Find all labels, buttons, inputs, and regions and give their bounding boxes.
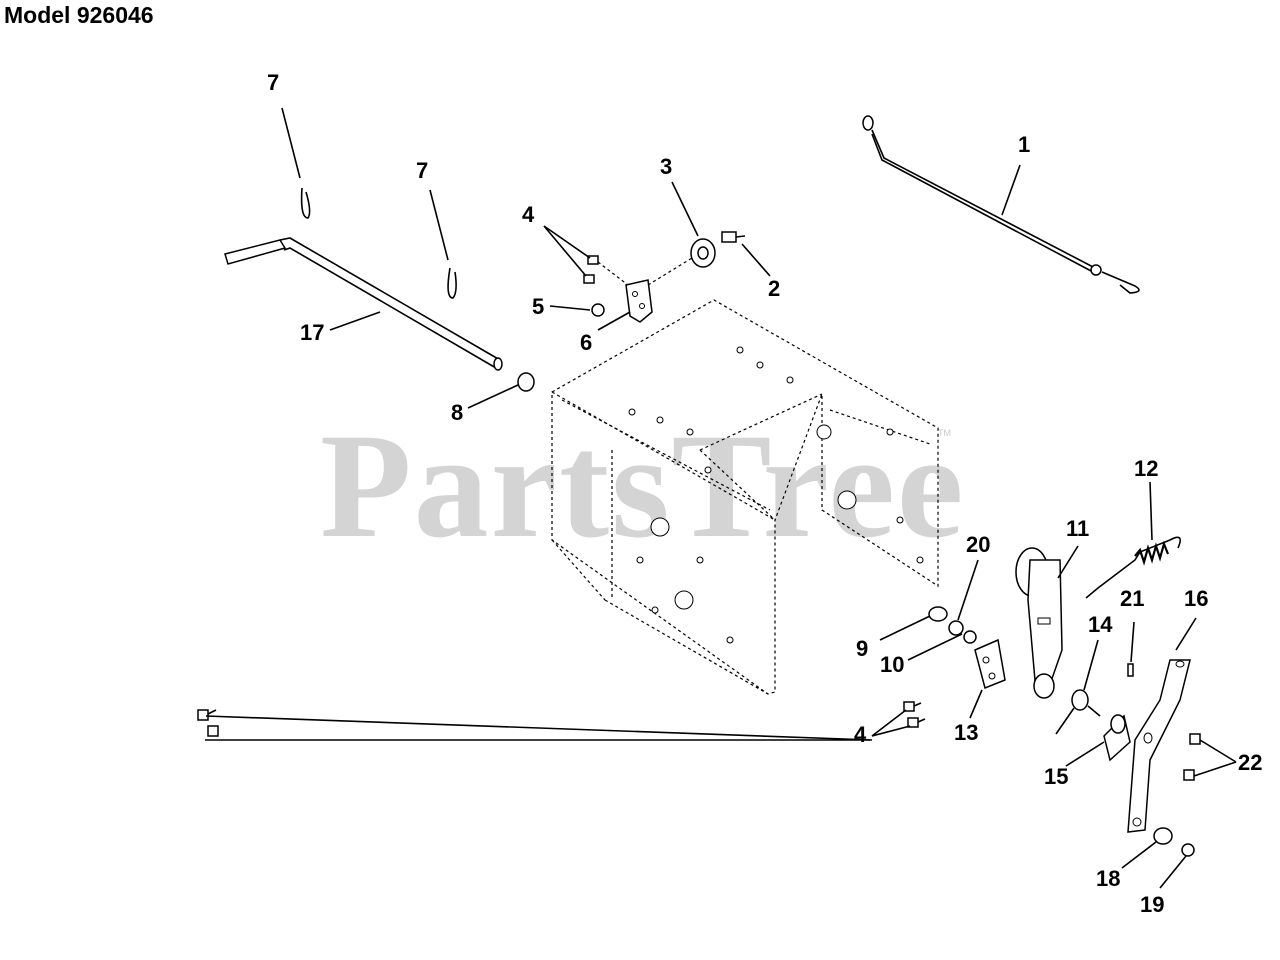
part-bolts-upper	[583, 255, 629, 286]
part-bolts-lower	[197, 709, 219, 737]
part-bolts-lower-right	[871, 701, 926, 737]
watermark: PartsTree	[320, 403, 966, 569]
callout-10: 10	[880, 652, 904, 677]
leader-lines	[205, 107, 1237, 889]
callout-12: 12	[1134, 456, 1158, 481]
callout-14: 14	[1088, 612, 1113, 637]
part-idler-arm	[1015, 547, 1063, 699]
callout-2: 2	[768, 276, 780, 301]
callout-1: 1	[1018, 132, 1030, 157]
callout-8: 8	[451, 400, 463, 425]
callout-9: 9	[856, 636, 868, 661]
callout-4-upper: 4	[522, 202, 535, 227]
part-bolts-right	[1183, 733, 1201, 781]
part-rod	[862, 115, 1140, 294]
callout-13: 13	[954, 720, 978, 745]
part-spacer	[1153, 827, 1173, 845]
callout-18: 18	[1096, 866, 1120, 891]
page-title: Model 926046	[4, 2, 154, 28]
callout-7-right: 7	[416, 158, 428, 183]
part-pin	[1127, 663, 1134, 677]
part-plate	[974, 638, 1006, 690]
part-shoulder-bolt	[721, 231, 746, 243]
callout-20: 20	[966, 532, 990, 557]
part-extension-spring	[1085, 536, 1181, 599]
callout-11: 11	[1066, 516, 1089, 541]
part-bushing	[517, 372, 535, 392]
part-torsion-spring	[1055, 689, 1101, 735]
callout-4-lower: 4	[854, 722, 867, 747]
callout-16: 16	[1184, 586, 1208, 611]
part-hairpin-clips	[300, 187, 457, 299]
callout-21: 21	[1120, 586, 1144, 611]
part-bearing	[690, 238, 716, 268]
part-lever-rod	[224, 237, 503, 371]
callout-7-left: 7	[267, 70, 279, 95]
watermark-trademark: TM	[938, 428, 951, 438]
part-pivot-bracket	[1103, 714, 1131, 762]
part-brake-arm	[1127, 659, 1191, 833]
part-nut	[591, 303, 605, 317]
callout-15: 15	[1044, 764, 1068, 789]
callout-22: 22	[1238, 750, 1262, 775]
part-washers	[928, 606, 977, 644]
callout-17: 17	[300, 320, 324, 345]
callout-5: 5	[532, 294, 544, 319]
callout-3: 3	[660, 154, 672, 179]
part-bracket	[625, 257, 693, 323]
part-retaining-ring	[1181, 843, 1195, 857]
callout-labels: 1 2 3 4 5 6 7 7 8 17 12 11 20 21 16 14 9…	[267, 70, 1262, 917]
frame-housing	[551, 299, 939, 695]
callout-19: 19	[1140, 892, 1164, 917]
callout-6: 6	[580, 330, 592, 355]
